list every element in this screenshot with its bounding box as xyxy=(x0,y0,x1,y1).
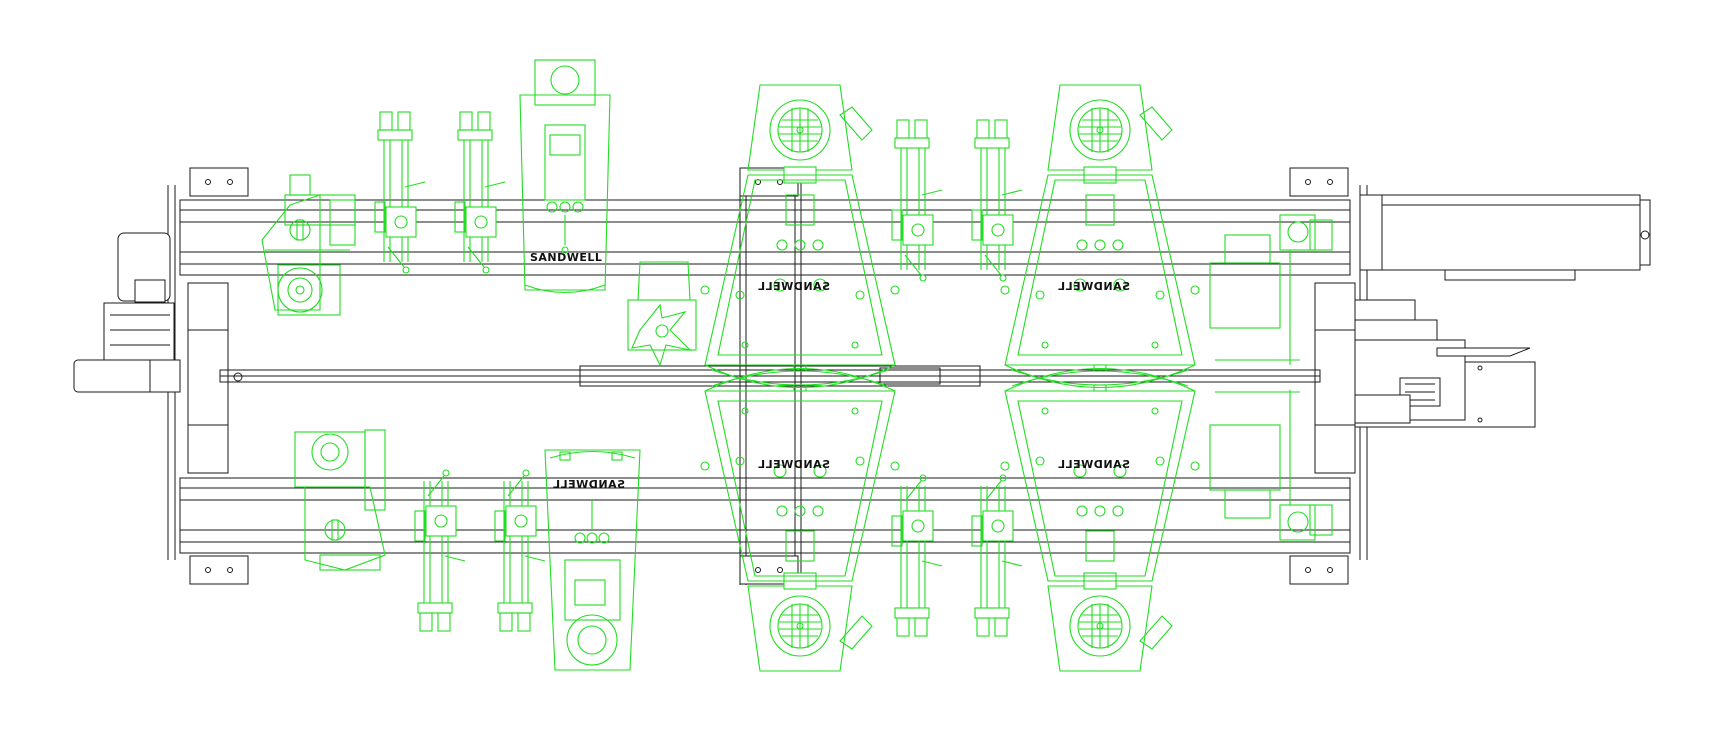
upper-rail-beam xyxy=(179,199,1351,276)
mirrored-brand-labels: SANDWELL SANDWELL SANDWELL SANDWELL SAND… xyxy=(553,280,1130,491)
bottom-sanding-units xyxy=(294,364,1333,672)
top-belt-head-brand: SANDWELL xyxy=(530,251,602,264)
top-head-1-brand: SANDWELL xyxy=(758,280,830,293)
cutter-head-icon xyxy=(627,261,697,367)
top-belt-head: SANDWELL xyxy=(519,59,611,294)
top-sanding-units: SANDWELL xyxy=(261,59,1333,392)
machine-frame xyxy=(73,167,1651,585)
bottom-head-1-brand: SANDWELL xyxy=(758,458,830,471)
right-outfeed-unit xyxy=(1354,299,1536,428)
right-end-plate xyxy=(1314,282,1356,474)
bottom-pulley xyxy=(294,429,386,571)
pulley-icon xyxy=(261,174,356,316)
lower-rail-beam xyxy=(179,477,1351,554)
left-end-plate xyxy=(187,282,229,474)
bottom-belt-head xyxy=(544,449,641,671)
top-head-2-brand: SANDWELL xyxy=(1058,280,1130,293)
motor-fan-icon xyxy=(796,126,1104,630)
bottom-right-filter xyxy=(1209,390,1333,541)
bottom-head-2-brand: SANDWELL xyxy=(1058,458,1130,471)
left-drive-motor xyxy=(73,232,243,393)
bottom-belt-head-brand: SANDWELL xyxy=(553,478,625,491)
top-right-filter xyxy=(1209,214,1333,365)
right-conveyor-box xyxy=(1359,194,1651,281)
